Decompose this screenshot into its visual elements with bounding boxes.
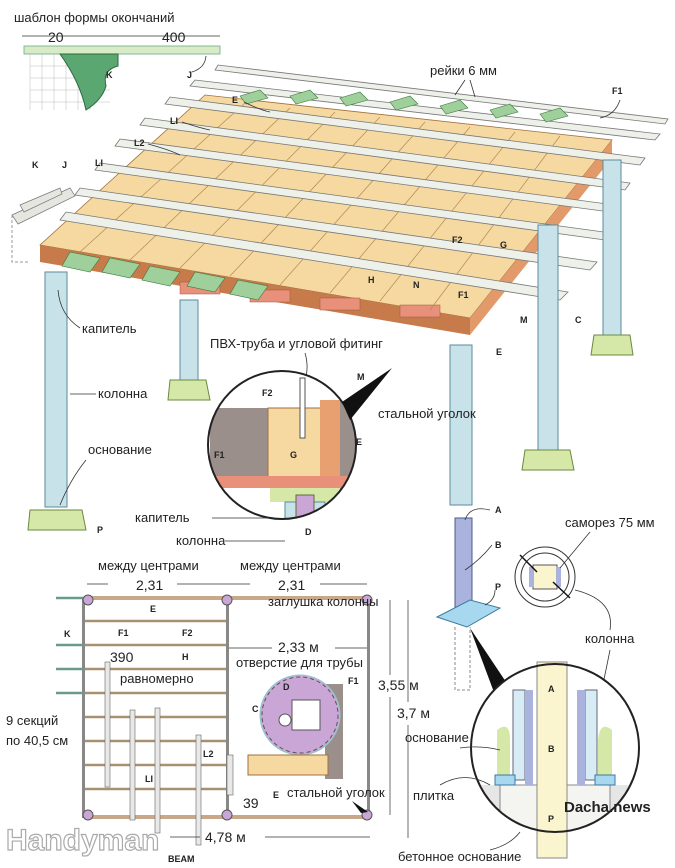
roof-labels: рейки 6 мм E F1 LI L2 LI K J F2 G H N F1…: [32, 63, 623, 535]
template-dim-20: 20: [48, 29, 64, 45]
label-h: H: [368, 275, 375, 285]
roof-structure: [11, 64, 669, 335]
template-k: K: [106, 70, 113, 80]
label-capital: капитель: [82, 321, 137, 336]
dim-length: 4,78 м: [205, 829, 246, 845]
corner-detail: ПВХ-труба и угловой фитинг F2 M F1 G E D…: [135, 336, 476, 548]
label-f1-2: F1: [458, 290, 469, 300]
columns: [27, 159, 634, 531]
dim-390: 390: [110, 649, 134, 665]
slats-note: рейки 6 мм: [430, 63, 497, 78]
label-m: M: [520, 315, 528, 325]
label-cap: заглушка колонны: [268, 594, 378, 609]
template-j: J: [187, 70, 192, 80]
label-column-2: колонна: [176, 533, 226, 548]
label-screw: саморез 75 мм: [565, 515, 655, 530]
detail-f1: F1: [214, 450, 225, 460]
post-a: A: [495, 505, 502, 515]
plan-e: E: [150, 604, 156, 614]
plan-d: D: [283, 682, 290, 692]
label-c: C: [575, 315, 582, 325]
label-li-2: LI: [95, 158, 103, 168]
label-base-2: основание: [405, 730, 469, 745]
label-column: колонна: [98, 386, 148, 401]
detail-m: M: [357, 372, 365, 382]
label-f2: F2: [452, 235, 463, 245]
plan-f1-2: F1: [348, 676, 359, 686]
plan-k: K: [64, 629, 71, 639]
detail-g: G: [290, 450, 297, 460]
plan-beam: BEAM: [168, 854, 195, 864]
label-k: K: [32, 160, 39, 170]
label-evenly: равномерно: [120, 671, 194, 686]
detail-b: B: [548, 744, 555, 754]
dim-span2: 2,31: [278, 577, 305, 593]
template-dim-400: 400: [162, 29, 186, 45]
label-hole: отверстие для трубы: [236, 655, 363, 670]
label-e-2: E: [496, 347, 502, 357]
label-sections: 9 секций: [6, 713, 58, 728]
label-g: G: [500, 240, 507, 250]
dim-h1: 3,55 м: [378, 677, 419, 693]
label-p-left: P: [97, 525, 103, 535]
post-assembly: A B P саморез 75 мм колонна: [435, 505, 655, 719]
label-capital-2: капитель: [135, 510, 190, 525]
pointer-triangle: [352, 801, 368, 813]
label-steel-angle-2: стальной уголок: [287, 785, 385, 800]
label-li: LI: [170, 116, 178, 126]
plan-f2: F2: [182, 628, 193, 638]
detail-a: A: [548, 684, 555, 694]
label-between-1: между центрами: [98, 558, 199, 573]
label-n: N: [413, 280, 420, 290]
dacha-watermark: Dacha.news: [564, 799, 651, 816]
plan-li: LI: [145, 774, 153, 784]
label-e: E: [232, 95, 238, 105]
detail-d: D: [305, 527, 312, 537]
detail-p: P: [548, 814, 554, 824]
dim-span1: 2,31: [136, 577, 163, 593]
detail-f2: F2: [262, 388, 273, 398]
post-p: P: [495, 582, 501, 592]
detail-e: E: [356, 437, 362, 447]
label-j: J: [62, 160, 67, 170]
label-base: основание: [88, 442, 152, 457]
label-l2: L2: [134, 138, 145, 148]
label-steel-angle-1: стальной уголок: [378, 406, 476, 421]
label-sections-2: по 40,5 см: [6, 733, 68, 748]
plan-f1: F1: [118, 628, 129, 638]
label-tile: плитка: [413, 788, 455, 803]
post-b: B: [495, 540, 502, 550]
plan-h: H: [182, 652, 189, 662]
label-column-3: колонна: [585, 631, 635, 646]
plan-l2: L2: [203, 749, 214, 759]
base-detail: A B P основание плитка бетонное основани…: [398, 628, 651, 864]
label-f1: F1: [612, 86, 623, 96]
dim-width-inner: 2,33 м: [278, 639, 319, 655]
plan-view: между центрами между центрами 2,31 2,31 …: [5, 558, 430, 864]
dim-h2: 3,7 м: [397, 705, 430, 721]
label-between-2: между центрами: [240, 558, 341, 573]
end-template: шаблон формы окончаний 20 400 K J: [14, 10, 221, 111]
plan-c: C: [252, 704, 259, 714]
label-pvc: ПВХ-труба и угловой фитинг: [210, 336, 383, 351]
dim-39: 39: [243, 795, 259, 811]
handyman-watermark: Handyman: [6, 824, 159, 857]
template-title: шаблон формы окончаний: [14, 10, 175, 25]
plan-e-2: E: [273, 790, 279, 800]
label-concrete-base: бетонное основание: [398, 849, 521, 864]
